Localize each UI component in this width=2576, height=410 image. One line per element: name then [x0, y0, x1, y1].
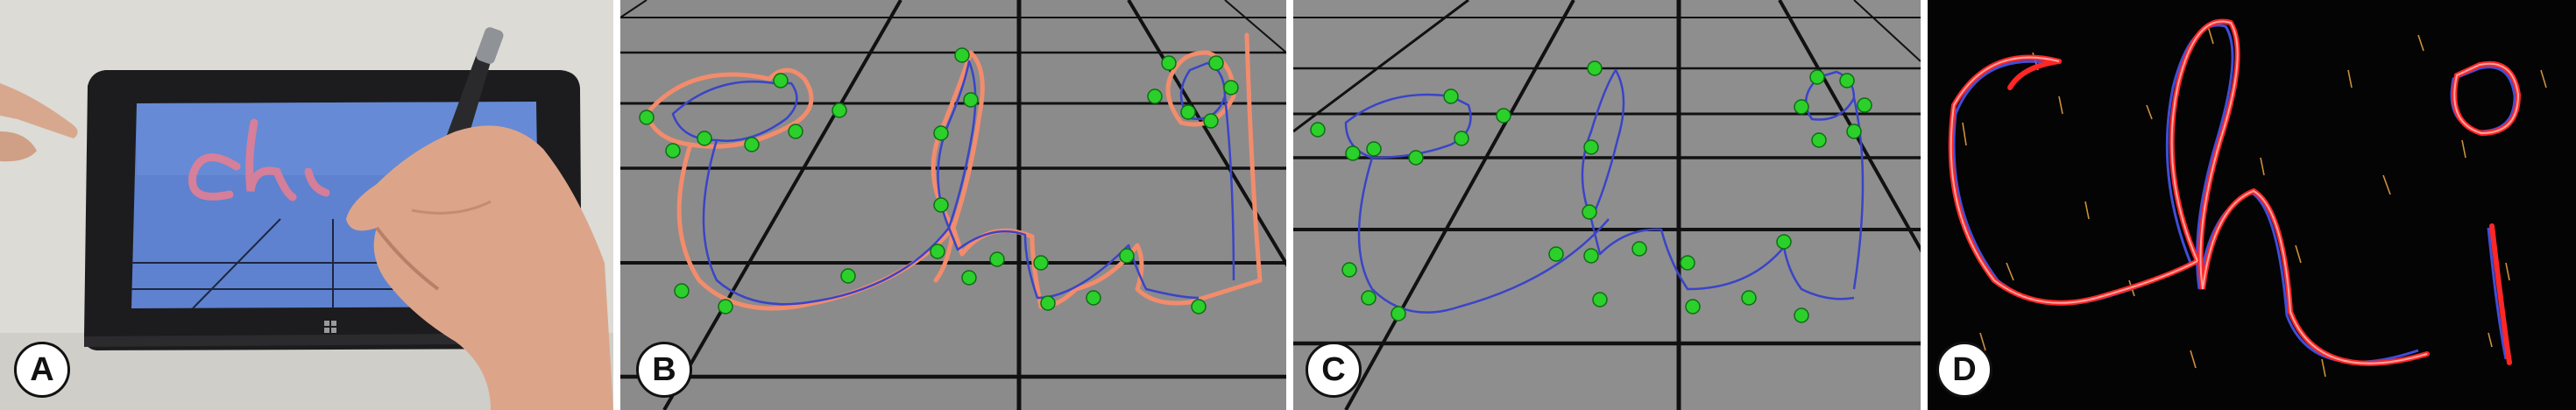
- panel-label-a: A: [14, 342, 70, 398]
- panel-label-c: C: [1306, 342, 1362, 398]
- windows-logo-icon: [324, 321, 336, 333]
- panel-label-b: B: [636, 342, 692, 398]
- panel-a: A: [0, 0, 613, 410]
- light-painting-photo: [1928, 0, 2576, 410]
- panel-d: D: [1928, 0, 2576, 410]
- 3d-sketch-view-c: [1293, 0, 1921, 410]
- panel-label-d: D: [1936, 342, 1992, 398]
- 3d-sketch-view-b: [620, 0, 1286, 410]
- panel-c: C: [1293, 0, 1921, 410]
- panel-b: B: [620, 0, 1286, 410]
- tablet-photo: [0, 0, 613, 410]
